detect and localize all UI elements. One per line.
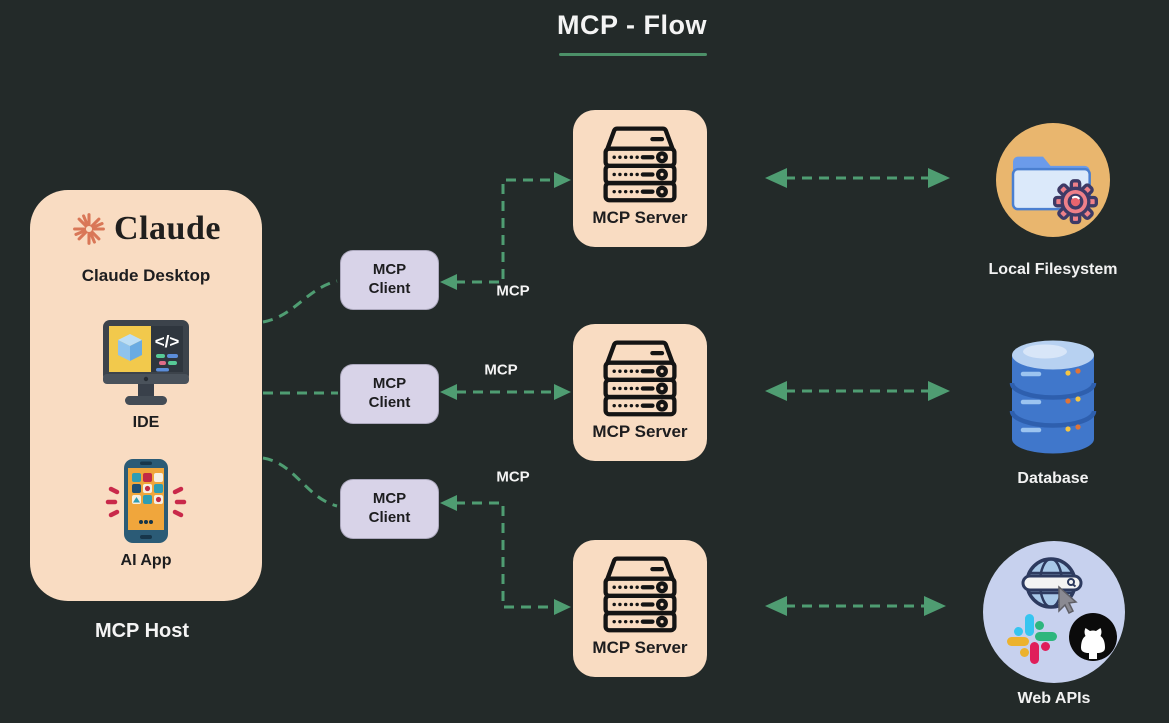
host-client-link-1 xyxy=(262,279,338,324)
mcp-client-box-3: MCP Client xyxy=(340,479,439,539)
arrowhead xyxy=(554,172,571,188)
arrowhead xyxy=(554,384,571,400)
server-rack-icon xyxy=(603,556,677,633)
mcp-protocol-label-3: MCP xyxy=(496,468,530,486)
arrowhead xyxy=(440,274,457,290)
arrowhead xyxy=(440,495,457,511)
web-apis-label: Web APIs xyxy=(1017,690,1091,707)
mcp-server-box-2: MCP Server xyxy=(573,324,707,461)
slack-icon xyxy=(1007,614,1057,664)
mcp-protocol-label-1: MCP xyxy=(496,282,530,300)
local-filesystem-circle xyxy=(996,123,1110,237)
arrowhead xyxy=(765,381,787,401)
folder-gear-icon xyxy=(1011,156,1098,225)
arrowhead xyxy=(924,596,946,616)
mcp-server-label: MCP Server xyxy=(592,422,688,441)
client-server-link-1 xyxy=(455,178,556,284)
github-icon xyxy=(1069,613,1117,661)
mcp-client-box-2: MCP Client xyxy=(340,364,439,424)
server-rack-icon xyxy=(603,340,677,417)
database-icon xyxy=(1005,338,1101,458)
title-underline xyxy=(559,53,707,56)
arrowhead xyxy=(554,599,571,615)
mcp-host-label: MCP Host xyxy=(94,620,190,642)
mcp-protocol-label-2: MCP xyxy=(484,361,518,379)
arrowhead xyxy=(928,381,950,401)
claude-logo: Claude xyxy=(30,210,262,248)
mcp-client-label: MCP Client xyxy=(368,490,411,526)
arrowhead xyxy=(928,168,950,188)
ide-icon: </> xyxy=(103,320,189,405)
ai-app-phone-icon xyxy=(105,459,187,543)
mcp-client-box-1: MCP Client xyxy=(340,250,439,310)
arrowhead xyxy=(440,384,457,400)
mcp-server-box-3: MCP Server xyxy=(573,540,707,677)
ai-app-label: AI App xyxy=(120,552,172,569)
mcp-client-label: MCP Client xyxy=(368,261,411,297)
claude-wordmark: Claude xyxy=(114,210,221,247)
client-server-link-3 xyxy=(455,501,556,609)
mcp-host-box: Claude Claude Desktop </> IDE xyxy=(30,190,262,601)
mcp-server-label: MCP Server xyxy=(592,638,688,657)
arrowhead xyxy=(765,168,787,188)
database-label: Database xyxy=(1017,470,1089,487)
web-apis-circle xyxy=(983,541,1125,683)
mcp-server-label: MCP Server xyxy=(592,208,688,227)
local-filesystem-label: Local Filesystem xyxy=(988,261,1118,278)
ide-label: IDE xyxy=(132,414,160,431)
mcp-server-box-1: MCP Server xyxy=(573,110,707,247)
claude-starburst-icon xyxy=(73,213,105,245)
host-client-link-3 xyxy=(262,456,338,508)
code-glyph: </> xyxy=(155,332,180,351)
page-title: MCP - Flow xyxy=(557,10,707,40)
server-rack-icon xyxy=(603,126,677,203)
claude-desktop-label: Claude Desktop xyxy=(81,266,211,285)
arrowhead xyxy=(765,596,787,616)
globe-browser-icon xyxy=(1021,557,1083,615)
mcp-client-label: MCP Client xyxy=(368,375,411,411)
